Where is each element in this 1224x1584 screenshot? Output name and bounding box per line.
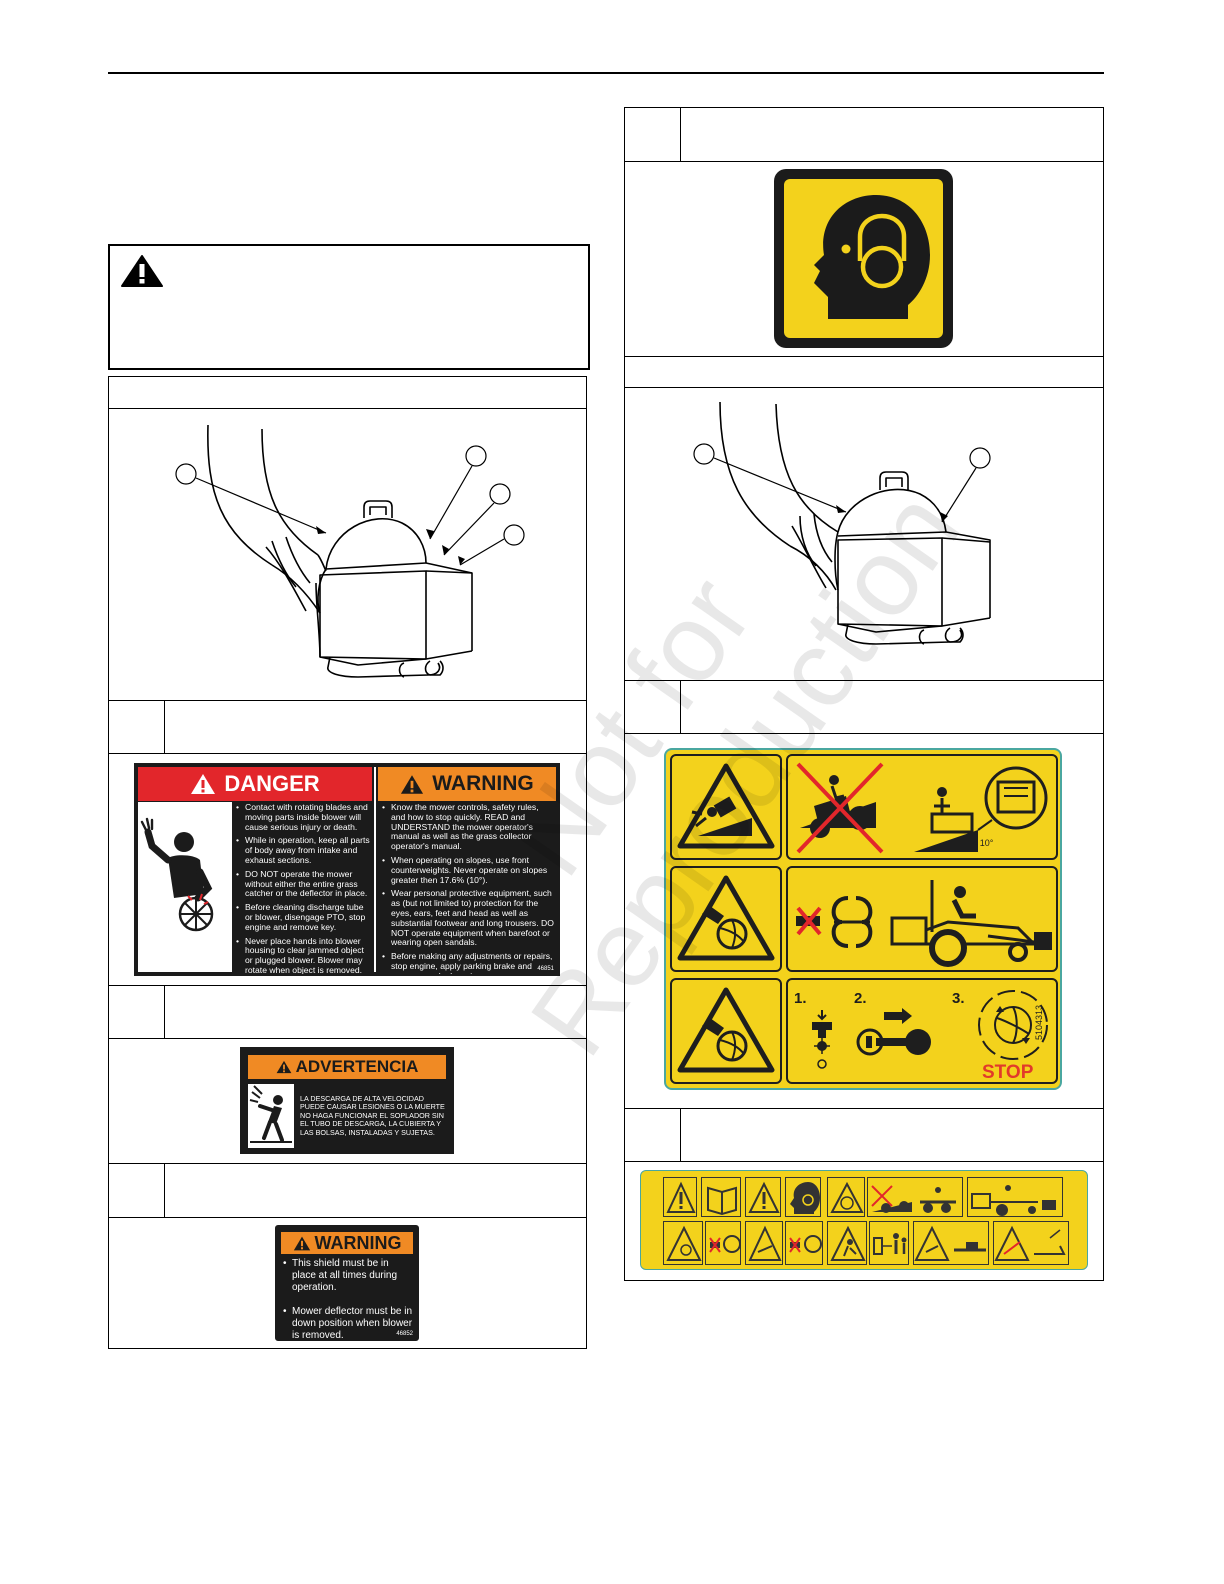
- left-decal-table: [108, 376, 587, 1349]
- right-decal-table: [624, 107, 1104, 1281]
- foot-cut-warning-icon: [914, 1225, 986, 1261]
- stop-label: STOP: [982, 1062, 1034, 1083]
- wait-fan-stop-icon: [978, 990, 1048, 1060]
- danger-warning-decal: DANGER Contact with rotating blades and …: [134, 763, 560, 976]
- pictorial-safety-decal: < 10°: [664, 748, 1062, 1090]
- no-hands-near-blower-icon: [709, 1235, 741, 1253]
- danger-triangle-icon: [191, 774, 216, 794]
- warning-header: WARNING: [378, 767, 556, 801]
- uphill-mowing-icon: < 10°: [914, 766, 1048, 852]
- keep-bystanders-away-icon: [873, 1233, 907, 1255]
- danger-item: Never place hands into blower housing to…: [236, 936, 370, 974]
- shield-warning-header: WARNING: [281, 1232, 413, 1254]
- no-riding-across-slope-icon: [796, 762, 884, 854]
- blade-warning-icon: [830, 1181, 864, 1213]
- step-1-number: 1.: [794, 990, 807, 1007]
- step-2-number: 2.: [854, 990, 867, 1007]
- warning-item: Before making any adjustments or repairs…: [382, 951, 554, 974]
- blower-decal-locations-illustration: [175, 424, 525, 678]
- no-hands-near-blower-icon: [789, 1235, 822, 1253]
- hand-entanglement-icon: [677, 987, 775, 1073]
- danger-list: Contact with rotating blades and moving …: [236, 802, 370, 974]
- fan-warning-icon: [748, 1225, 782, 1261]
- shield-warning-title: WARNING: [314, 1232, 402, 1253]
- step-3-number: 3.: [952, 990, 965, 1007]
- no-slope-operation-icon: [871, 1185, 956, 1213]
- caution-triangle-icon: [666, 1181, 696, 1213]
- danger-title: DANGER: [224, 771, 320, 796]
- shield-warning-item: This shield must be in place at all time…: [283, 1258, 415, 1294]
- advertencia-decal: ADVERTENCIA LA DESCARGA DE ALTA VELOCIDA…: [240, 1047, 454, 1154]
- advertencia-text: LA DESCARGA DE ALTA VELOCIDAD PUEDE CAUS…: [300, 1094, 445, 1137]
- shield-warning-list: This shield must be in place at all time…: [283, 1258, 415, 1339]
- warning-triangle-icon: [276, 1060, 291, 1074]
- warning-triangle-icon: [401, 774, 424, 794]
- shutdown-steps-cell: 1. 2. 3. STOP 5104313: [786, 978, 1058, 1084]
- slope-limit-label: < 10°: [972, 838, 994, 848]
- warning-item: Know the mower controls, safety rules, a…: [382, 802, 554, 852]
- hearing-protection-decal: [774, 169, 953, 348]
- pto-disengage-icon: [812, 1010, 832, 1069]
- safety-strip-decal: [640, 1170, 1088, 1270]
- shield-warning-decal: WARNING This shield must be in place at …: [275, 1225, 419, 1341]
- rollover-warning-icon: [677, 763, 775, 849]
- hand-entanglement-icon: [666, 1225, 702, 1261]
- warning-item: When operating on slopes, use front coun…: [382, 855, 554, 885]
- blower-mounted-cell: [786, 866, 1058, 972]
- no-hands-near-blower-icon: [796, 896, 873, 948]
- warning-triangle-icon: [293, 1236, 310, 1250]
- danger-item: While in operation, keep all parts of bo…: [236, 835, 370, 865]
- advertencia-header: ADVERTENCIA: [248, 1055, 446, 1079]
- warning-list: Know the mower controls, safety rules, a…: [382, 802, 554, 974]
- blade-hazard-pictogram: [138, 802, 232, 972]
- slope-instructions-cell: < 10°: [786, 754, 1058, 860]
- hand-entanglement-icon: [677, 875, 775, 961]
- ear-protection-icon: [814, 195, 930, 319]
- caution-box: [108, 244, 590, 370]
- fan-hazard-cell: [670, 866, 782, 972]
- discharge-hazard-pictogram: [248, 1084, 294, 1148]
- shield-warning-item: Mower deflector must be in down position…: [283, 1306, 415, 1339]
- mower-with-collector-icon: [971, 1185, 1056, 1216]
- danger-item: Contact with rotating blades and moving …: [236, 802, 370, 832]
- deflector-warning-icon: [994, 1225, 1066, 1261]
- remove-key-icon: [856, 1008, 931, 1056]
- thrown-object-warning-icon: [830, 1225, 866, 1261]
- warning-title: WARNING: [432, 772, 534, 795]
- slope-hazard-cell: [670, 754, 782, 860]
- ear-protection-icon: [790, 1182, 820, 1214]
- danger-item: DO NOT operate the mower without either …: [236, 869, 370, 899]
- decal-part-number: 46851: [537, 966, 554, 972]
- blower-decal-locations-illustration-2: [693, 401, 991, 645]
- fan-hazard-cell-2: [670, 978, 782, 1084]
- warning-item: Wear personal protective equipment, such…: [382, 888, 554, 948]
- danger-header: DANGER: [138, 767, 372, 801]
- mower-with-collector-icon: [890, 880, 1052, 967]
- decal-part-number: 46852: [396, 1331, 413, 1337]
- advertencia-title: ADVERTENCIA: [295, 1057, 419, 1076]
- decal-part-number: 5104313: [1034, 1004, 1044, 1040]
- caution-triangle-icon: [748, 1181, 780, 1213]
- read-manual-icon: [707, 1186, 737, 1216]
- header-rule: [108, 72, 1104, 74]
- warning-triangle-icon: [121, 255, 163, 287]
- danger-item: Before cleaning discharge tube or blower…: [236, 902, 370, 932]
